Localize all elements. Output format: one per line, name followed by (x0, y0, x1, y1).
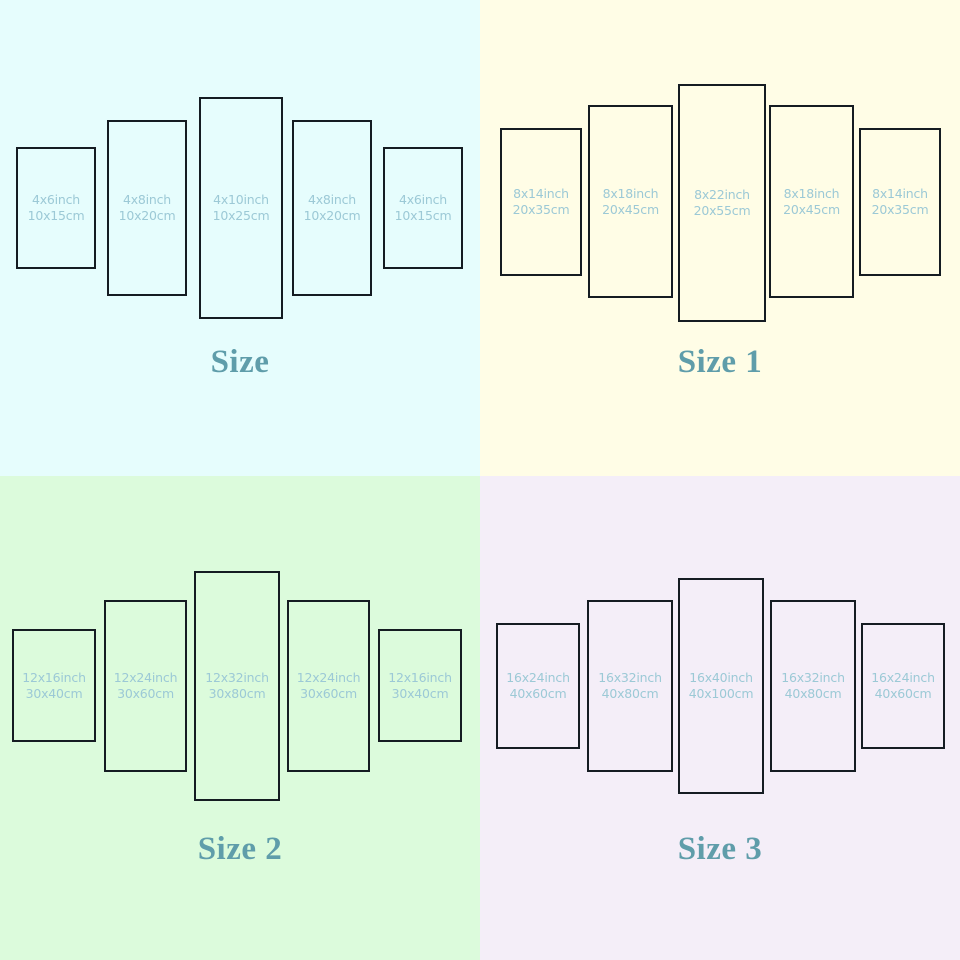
panel-size-cm: 30x60cm (300, 686, 357, 701)
panel-size-inch: 8x18inch (783, 185, 840, 201)
panel-size-inch: 8x14inch (513, 186, 569, 201)
panel-size-cm: 20x35cm (871, 202, 929, 217)
panel-size-inch: 16x32inch (598, 670, 662, 685)
panel-size-cm: 20x45cm (602, 201, 659, 217)
quadrant-title-size-2: Size 2 (197, 831, 283, 867)
panel-size-inch: 16x24inch (506, 670, 570, 685)
panel-size-inch: 8x22inch (694, 187, 750, 202)
panel-size-cm: 20x35cm (512, 202, 570, 217)
panel-size-inch: 4x8inch (307, 192, 357, 207)
panel-size-cm: 10x25cm (212, 208, 270, 223)
panel-size-inch: 4x6inch (31, 192, 81, 207)
panel-size-inch: 4x6inch (398, 192, 448, 207)
panel-size-cm: 40x100cm (688, 686, 754, 701)
panel-size-cm: 30x60cm (117, 686, 174, 701)
panel-size-cm: 40x60cm (509, 686, 567, 701)
panel-size-cm: 40x80cm (784, 686, 842, 701)
panel-size-inch: 16x32inch (781, 670, 845, 685)
panel-size-inch: 4x10inch (213, 192, 269, 207)
panel-size-inch: 12x16inch (388, 669, 452, 685)
panel-size-inch: 16x40inch (689, 670, 753, 685)
panel-size-inch: 16x24inch (871, 670, 935, 685)
panel-size-inch: 8x18inch (602, 185, 659, 201)
quadrant-title-size-3: Size 3 (677, 831, 763, 867)
panel-size-cm: 10x20cm (118, 208, 176, 223)
panel-size-cm: 20x55cm (693, 203, 751, 218)
panel-size-cm: 10x15cm (394, 208, 452, 223)
quadrant-title-size: Size (210, 344, 270, 380)
panel-size-inch: 4x8inch (122, 192, 172, 207)
panel-size-cm: 10x15cm (27, 208, 85, 223)
panel-size-inch: 8x14inch (872, 186, 928, 201)
panel-size-inch: 12x16inch (22, 669, 86, 685)
panel-size-cm: 40x60cm (874, 686, 932, 701)
panel-size-inch: 12x24inch (113, 670, 178, 685)
panel-size-inch: 12x32inch (205, 670, 269, 685)
panel-size-cm: 30x40cm (391, 685, 449, 701)
panel-size-cm: 30x80cm (208, 686, 266, 701)
panel-size-cm: 30x40cm (25, 685, 83, 701)
panel-size-cm: 40x80cm (601, 686, 659, 701)
quadrant-title-size-1: Size 1 (677, 344, 763, 380)
panel-size-cm: 10x20cm (303, 208, 361, 223)
panel-size-cm: 20x45cm (783, 201, 840, 217)
panel-size-inch: 12x24inch (296, 670, 361, 685)
